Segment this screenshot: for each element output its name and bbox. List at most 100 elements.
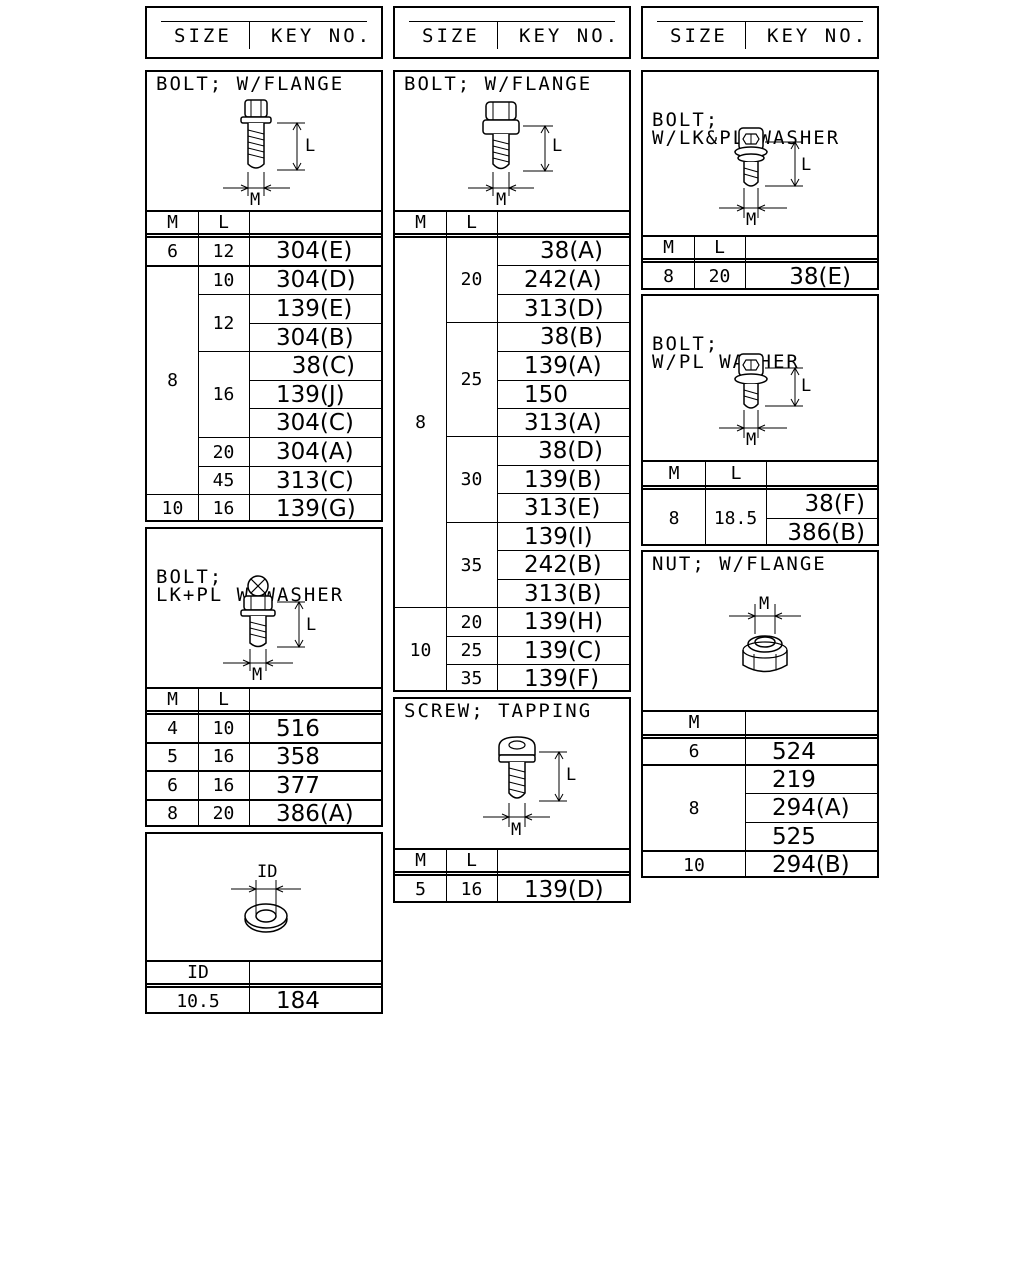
panel-title: SCREW; TAPPING	[404, 700, 593, 722]
key-no-cell: 242(A)	[524, 267, 602, 293]
dim-label-l: L	[306, 615, 317, 635]
key-no-cell: 304(D)	[276, 267, 356, 293]
key-no-cell: 313(B)	[524, 580, 602, 607]
bolt-flange-drawing	[223, 99, 305, 196]
col-header-m: M	[668, 462, 680, 484]
m-cell: 10	[683, 854, 705, 876]
l-cell: 25	[460, 640, 483, 661]
col-header-m: M	[415, 849, 426, 871]
l-cell: 12	[212, 240, 235, 262]
m-cell: 10	[409, 639, 432, 661]
header-box-2: SIZE KEY NO.	[393, 6, 631, 59]
key-no-cell: 150	[524, 381, 568, 408]
header-box-1: SIZE KEY NO.	[145, 6, 383, 59]
key-no-cell: 313(E)	[524, 495, 601, 521]
key-no-cell: 38(D)	[538, 438, 603, 464]
key-no-cell: 294(A)	[772, 795, 850, 821]
size-header: SIZE	[670, 25, 728, 47]
col-header-m: M	[688, 712, 700, 733]
screw-tapping-panel: SCREW; TAPPING L M M L 5 16 139(D)	[393, 697, 631, 903]
key-no-header: KEY NO.	[767, 25, 869, 47]
l-cell: 16	[212, 746, 235, 767]
m-cell: 6	[167, 240, 178, 262]
dim-label-m: M	[252, 665, 263, 685]
panel-title: BOLT;LK+PL W/WASHER	[156, 566, 345, 606]
key-no-cell: 38(A)	[540, 238, 603, 264]
key-no-cell: 38(B)	[540, 324, 603, 350]
l-cell: 35	[460, 668, 483, 689]
key-no-cell: 139(D)	[524, 876, 604, 903]
bolt-flange-panel-1: BOLT; W/FLANGE L M M L 6 8 10 12 10 12 1…	[145, 70, 383, 522]
dim-label-l: L	[801, 376, 812, 396]
m-cell: 5	[167, 746, 178, 767]
panel-title: BOLT; W/FLANGE	[156, 73, 345, 95]
l-cell: 20	[212, 441, 235, 463]
header-box-3: SIZE KEY NO.	[641, 6, 879, 59]
dim-label-m: M	[746, 210, 757, 230]
key-no-cell: 139(H)	[524, 609, 604, 635]
m-cell: 6	[167, 775, 178, 796]
dim-label-m: M	[759, 594, 770, 614]
col-header-l: L	[466, 849, 477, 871]
dim-label-m: M	[250, 190, 261, 210]
washer-panel: ID ID 10.5 184	[145, 832, 383, 1014]
m-cell: 5	[415, 879, 426, 900]
bolt-lk-pl-washer-drawing	[719, 127, 803, 218]
nut-flange-panel: NUT; W/FLANGE M M 6 8 10 524 219 294(A) …	[641, 550, 879, 878]
panel-title: BOLT; W/FLANGE	[404, 73, 593, 95]
nut-flange-drawing	[729, 604, 801, 673]
m-cell: 8	[688, 797, 700, 819]
l-cell: 16	[460, 879, 483, 900]
col-header-l: L	[730, 462, 742, 484]
dim-label-l: L	[566, 765, 577, 785]
key-no-cell: 139(B)	[524, 466, 602, 493]
key-no-cell: 219	[772, 766, 816, 793]
col-header-m: M	[415, 211, 426, 233]
col-header-m: M	[167, 211, 178, 233]
m-cell: 8	[167, 803, 178, 824]
dim-label-l: L	[305, 136, 316, 156]
bolt-flange-drawing	[468, 101, 553, 196]
col-header-m: M	[167, 688, 178, 710]
key-no-cell: 313(C)	[276, 467, 354, 494]
m-cell: 8	[415, 411, 426, 433]
key-no-cell: 516	[276, 715, 320, 742]
m-cell: 6	[688, 741, 700, 762]
key-no-cell: 139(G)	[276, 495, 356, 522]
size-header: SIZE	[174, 25, 232, 47]
l-cell: 35	[460, 554, 483, 576]
m-cell: 8	[663, 266, 674, 287]
l-cell: 25	[460, 369, 483, 390]
l-cell: 45	[212, 470, 235, 491]
m-cell: 10	[161, 498, 184, 519]
key-no-cell: 358	[276, 743, 320, 770]
size-header: SIZE	[422, 25, 480, 47]
bolt-pl-washer-drawing	[719, 353, 803, 438]
m-cell: 8	[668, 507, 680, 529]
bolt-lk-pl-drawing	[223, 575, 305, 671]
key-no-cell: 294(B)	[772, 852, 850, 878]
key-no-cell: 377	[276, 772, 320, 799]
m-cell: 4	[167, 718, 178, 739]
col-header-id: ID	[187, 961, 209, 983]
col-header-m: M	[663, 236, 674, 258]
key-no-cell: 386(A)	[276, 800, 354, 827]
id-cell: 10.5	[176, 990, 220, 1012]
key-no-cell: 139(E)	[276, 296, 353, 322]
dim-label-m: M	[496, 190, 507, 210]
l-cell: 20	[460, 611, 483, 633]
key-no-cell: 139(A)	[524, 353, 602, 379]
key-no-cell: 139(F)	[524, 665, 600, 692]
key-no-cell: 242(B)	[524, 552, 602, 578]
key-no-cell: 524	[772, 738, 816, 765]
key-no-cell: 313(D)	[524, 295, 604, 322]
dim-label-m: M	[746, 430, 757, 450]
key-no-cell: 525	[772, 823, 816, 850]
key-no-cell: 139(C)	[524, 637, 602, 664]
key-no-cell: 184	[276, 988, 320, 1014]
l-cell: 20	[212, 803, 235, 824]
l-cell: 16	[212, 384, 235, 405]
key-no-cell: 139(J)	[276, 381, 345, 408]
key-no-cell: 38(C)	[291, 353, 355, 379]
bolt-lk-pl-washer-panel: BOLT;W/LK&PL WASHER L M M L 8 20 38(E)	[641, 70, 879, 290]
